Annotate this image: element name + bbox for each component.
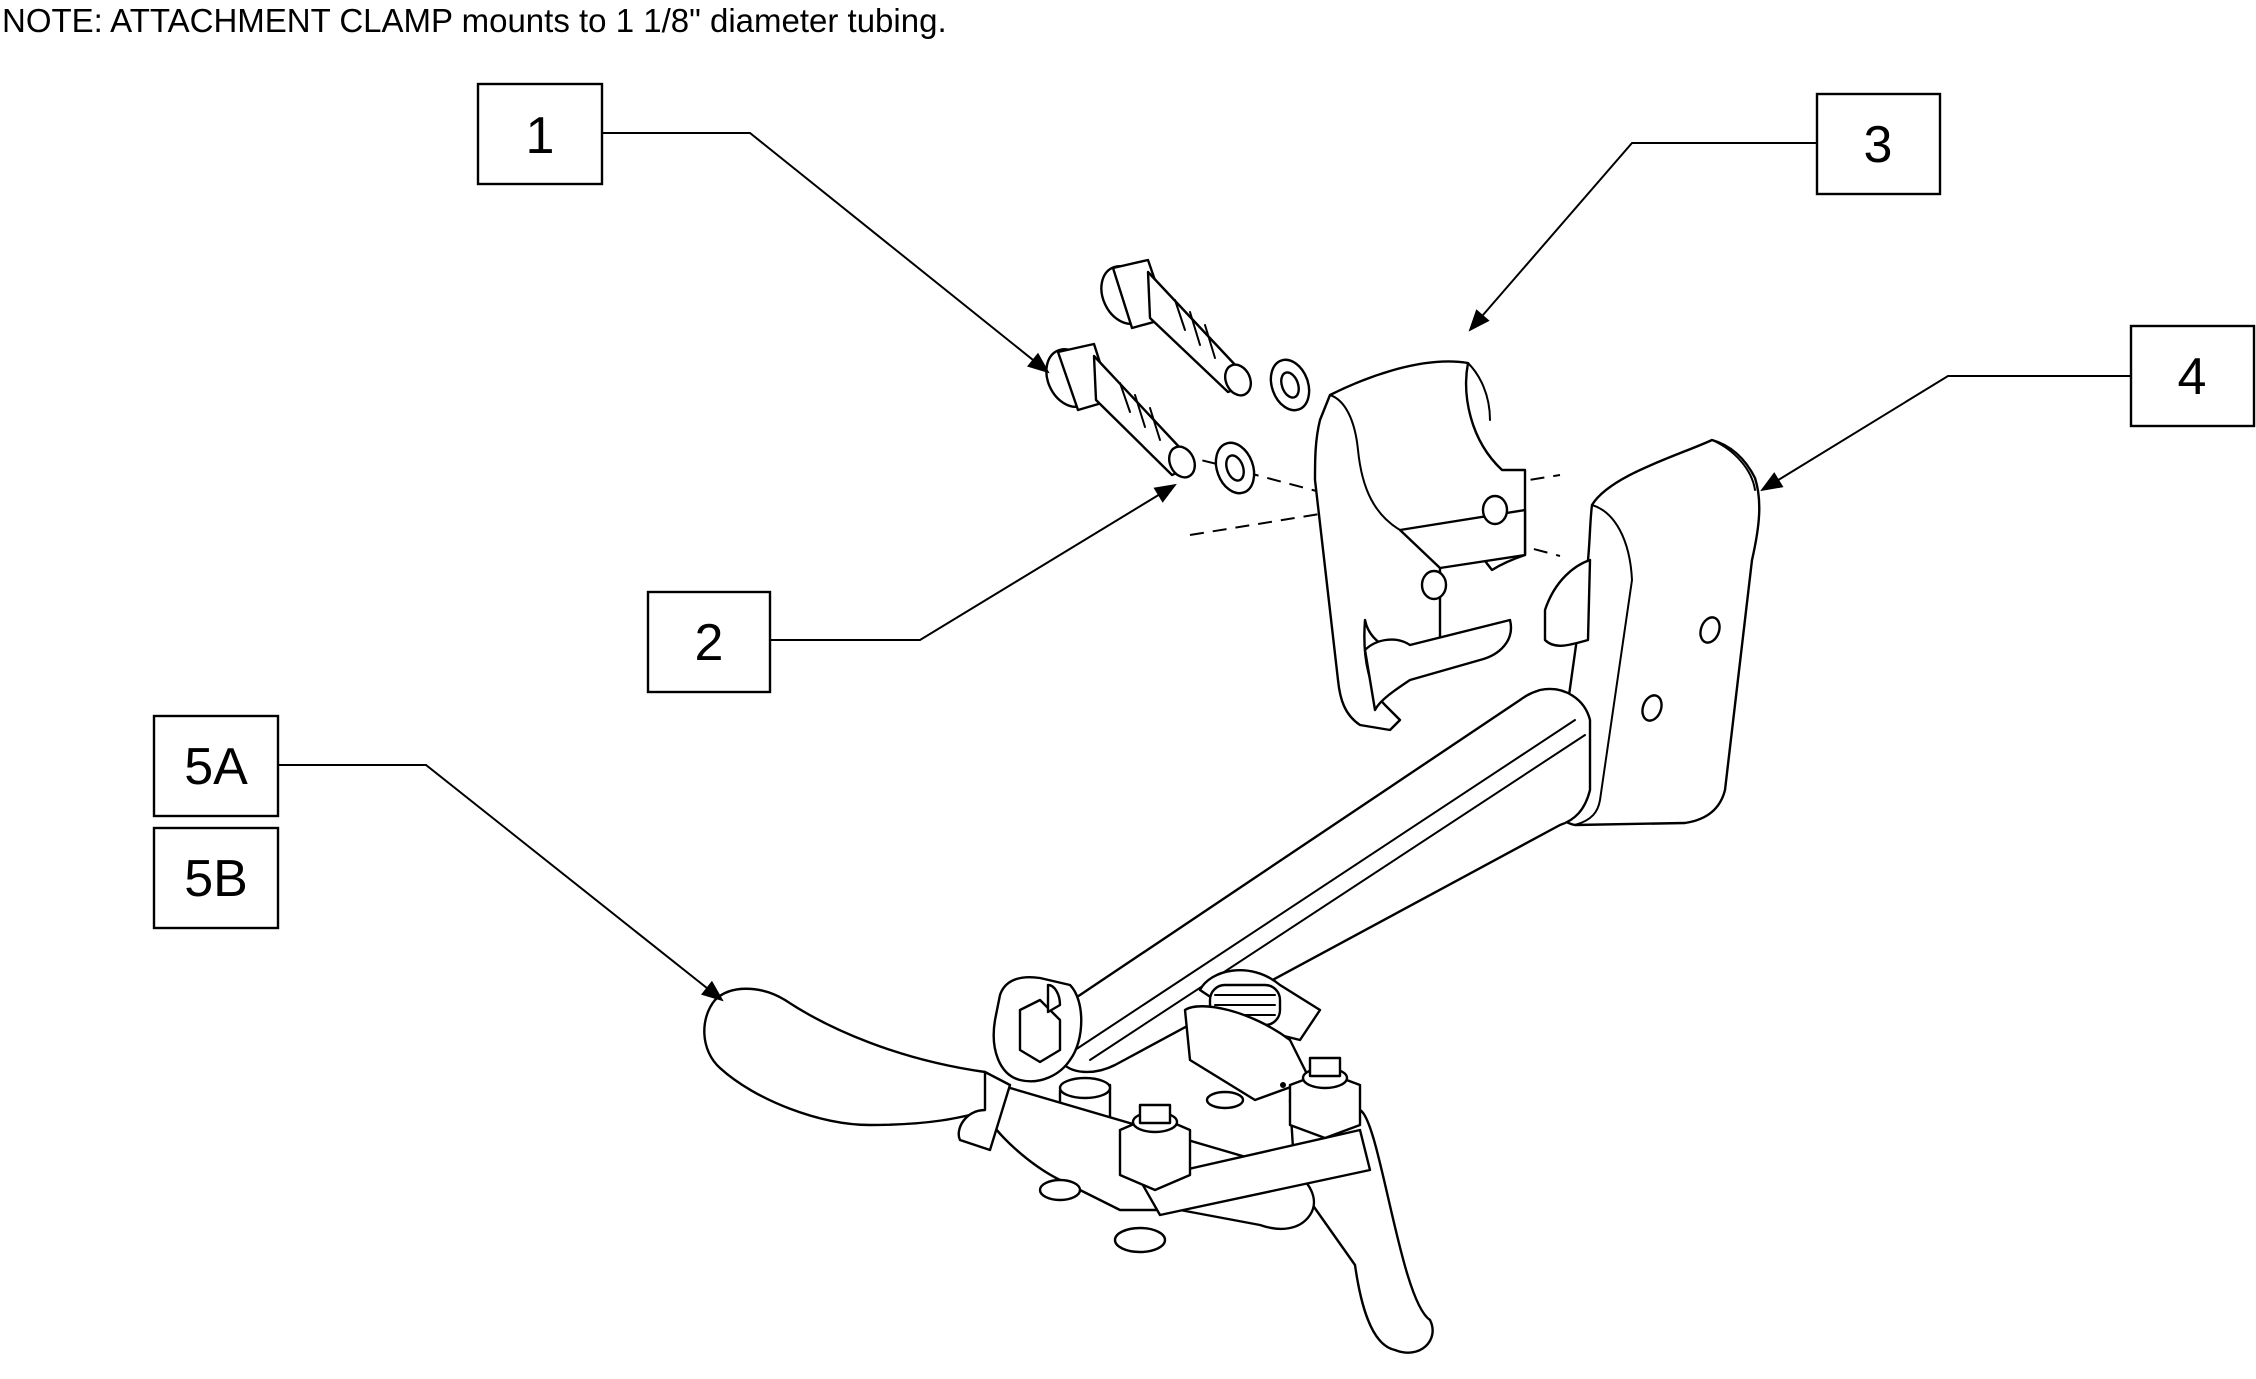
clamp-half-part-3 <box>1313 360 1527 732</box>
callout-3: 3 <box>1815 92 1942 196</box>
clamp-body-part-4 <box>1543 438 1761 827</box>
callout-4: 4 <box>2129 324 2256 428</box>
clamp-handle-bar <box>992 687 1592 1083</box>
callout-5a: 5A <box>152 714 280 818</box>
leader-lines <box>278 132 2131 1002</box>
diagram-note: NOTE: ATTACHMENT CLAMP mounts to 1 1/8" … <box>2 2 947 39</box>
handle-grip-part-5 <box>703 987 1012 1152</box>
callout-4-label: 4 <box>2178 348 2207 406</box>
callout-1-label: 1 <box>526 107 555 165</box>
washer-lower-part-2 <box>1214 441 1256 495</box>
screw-upper-part-1 <box>1100 258 1253 397</box>
clamp-lower-mechanism <box>983 969 1434 1354</box>
callout-5a-label: 5A <box>184 738 248 796</box>
callout-2-label: 2 <box>695 614 724 672</box>
callout-3-label: 3 <box>1864 116 1893 174</box>
callout-5b-label: 5B <box>184 850 248 908</box>
callout-5b: 5B <box>152 826 280 930</box>
washer-upper-part-2 <box>1269 358 1311 412</box>
callout-2: 2 <box>646 590 772 694</box>
screw-lower-part-1 <box>1045 342 1197 479</box>
callout-1: 1 <box>476 82 604 186</box>
